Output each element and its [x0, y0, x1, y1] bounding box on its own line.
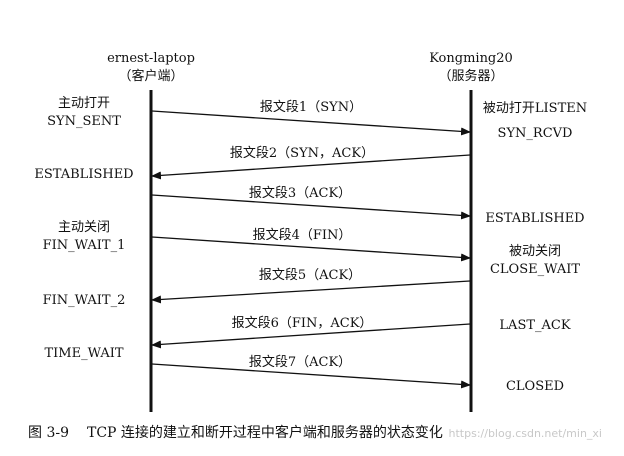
server-state-close-wait: CLOSE_WAIT [489, 262, 581, 277]
client-state-established: ESTABLISHED [34, 167, 134, 182]
figure-caption-text: TCP 连接的建立和断开过程中客户端和服务器的状态变化 [87, 425, 443, 441]
server-state-syn-rcvd: SYN_RCVD [497, 126, 573, 141]
segment-5-arrow [151, 280, 471, 304]
server-host-name: Kongming20 [429, 51, 513, 66]
segment-1-arrow [151, 110, 471, 136]
figure-number: 图 3-9 [28, 425, 69, 441]
client-state-fin-wait-1: FIN_WAIT_1 [42, 238, 126, 253]
segment-2-label: 报文段2（SYN，ACK） [229, 146, 375, 161]
segment-3-arrow [151, 194, 471, 220]
client-state-syn-sent: SYN_SENT [47, 114, 121, 129]
client-state-active-open: 主动打开 [57, 96, 111, 111]
segment-3-label: 报文段3（ACK） [248, 186, 352, 201]
client-host-name: ernest-laptop [107, 51, 195, 66]
segment-4-arrow [151, 236, 471, 262]
segment-arrows [151, 110, 471, 389]
segment-7-arrow [151, 363, 471, 389]
client-state-fin-wait-2: FIN_WAIT_2 [42, 293, 126, 308]
segment-4-label: 报文段4（FIN） [252, 228, 352, 243]
client-host-role: （客户端） [118, 69, 184, 84]
server-state-last-ack: LAST_ACK [499, 318, 571, 333]
sequence-diagram-canvas [149, 90, 473, 412]
segment-6-arrow [151, 323, 471, 349]
segment-1-label: 报文段1（SYN） [259, 100, 363, 115]
client-state-active-close: 主动关闭 [57, 220, 111, 235]
server-state-passive-open: 被动打开LISTEN [482, 101, 588, 116]
client-state-time-wait: TIME_WAIT [44, 346, 124, 361]
server-state-established: ESTABLISHED [485, 211, 585, 226]
segment-2-arrow [151, 154, 471, 180]
server-host-role: （服务器） [438, 69, 504, 84]
segment-6-label: 报文段6（FIN，ACK） [231, 316, 373, 331]
segment-5-label: 报文段5（ACK） [258, 268, 362, 283]
server-state-passive-close: 被动关闭 [508, 244, 562, 259]
watermark: https://blog.csdn.net/min_xi [448, 427, 602, 440]
segment-7-label: 报文段7（ACK） [248, 355, 352, 370]
figure-caption: 图 3-9 TCP 连接的建立和断开过程中客户端和服务器的状态变化 [28, 424, 461, 442]
server-state-closed: CLOSED [505, 379, 565, 394]
